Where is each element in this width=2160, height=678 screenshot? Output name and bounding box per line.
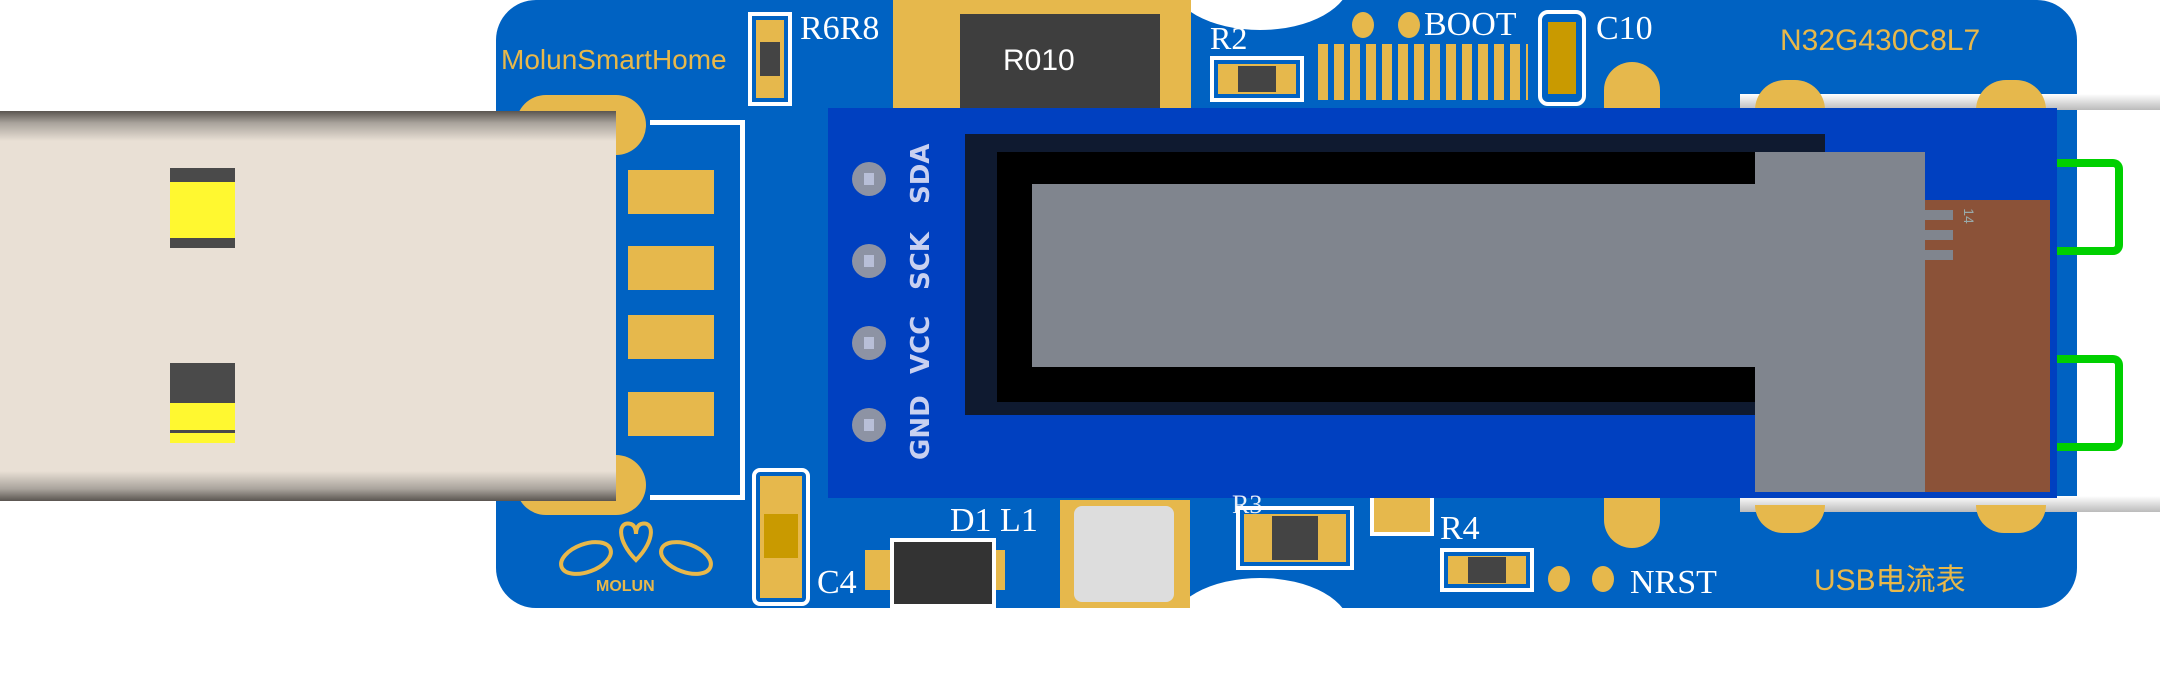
nrst-pad-1[interactable]: [1548, 566, 1570, 592]
pin-gnd-label: GND: [906, 395, 936, 460]
display-clip: [2057, 355, 2123, 451]
chip-label: N32G430C8L7: [1780, 24, 1981, 57]
usb-contact-pad: [628, 392, 714, 436]
capacitor-c4: [752, 468, 810, 606]
usb-a-receptacle-top: [1740, 94, 2160, 110]
resistor-r6r8: [748, 12, 792, 106]
c4-label: C4: [817, 564, 857, 601]
usb-plug-window: [170, 363, 235, 443]
usb-outline-silk: [650, 120, 745, 500]
pin-sda-hole: [852, 162, 886, 196]
test-pad: [1370, 498, 1434, 536]
usb-plug-window: [170, 168, 235, 248]
pin-sda-label: SDA: [906, 143, 936, 204]
shunt-body: [960, 14, 1160, 110]
pin-vcc-label: VCC: [906, 315, 936, 374]
pin-vcc-hole: [852, 326, 886, 360]
usb-a-plug: [0, 111, 616, 501]
usb-a-receptacle-bottom: [1740, 496, 2160, 512]
c10-label: C10: [1596, 10, 1653, 47]
d1-l1-label: D1 L1: [950, 502, 1038, 539]
nrst-pad-2[interactable]: [1592, 566, 1614, 592]
r4-label: R4: [1440, 510, 1480, 547]
capacitor-c10: [1538, 10, 1586, 106]
mcu-pins: [1318, 44, 1528, 100]
pin-sck-hole: [852, 244, 886, 278]
fpc-label: 14: [1960, 208, 1977, 224]
via-pad-top: [1604, 62, 1660, 112]
usb-contact-pad: [628, 246, 714, 290]
brand-label: MolunSmartHome: [501, 44, 727, 75]
molun-logo-icon: [559, 521, 713, 576]
logo-text: MOLUN: [596, 578, 655, 595]
display-clip: [2057, 159, 2123, 255]
oled-screen: [1032, 184, 1756, 367]
fpc-cable: [1755, 152, 1925, 492]
fpc-stiffener: 14: [1925, 200, 2050, 492]
r6r8-label: R6R8: [800, 10, 880, 47]
resistor-r3: [1236, 506, 1354, 570]
pin-sck-label: SCK: [906, 232, 936, 290]
boot-label: BOOT: [1424, 6, 1517, 43]
usb-contact-pad: [628, 170, 714, 214]
diode-d1: [890, 538, 996, 608]
boot-pad-2[interactable]: [1398, 12, 1420, 38]
oled-module: SDA SCK VCC GND 14: [828, 108, 2057, 498]
boot-pad-1[interactable]: [1352, 12, 1374, 38]
pin-gnd-hole: [852, 408, 886, 442]
inductor-l1: [1074, 506, 1174, 602]
via-pad-bottom: [1604, 498, 1660, 548]
r2-label: R2: [1210, 20, 1248, 56]
resistor-r2: [1210, 56, 1304, 102]
board-notch-bottom: [1170, 578, 1350, 678]
usb-contact-pad: [628, 315, 714, 359]
product-label: USB电流表: [1814, 564, 1966, 597]
r010-label: R010: [1003, 44, 1075, 77]
molun-logo: MOLUN: [556, 520, 716, 600]
nrst-label: NRST: [1630, 564, 1717, 601]
resistor-r4: [1440, 548, 1534, 592]
